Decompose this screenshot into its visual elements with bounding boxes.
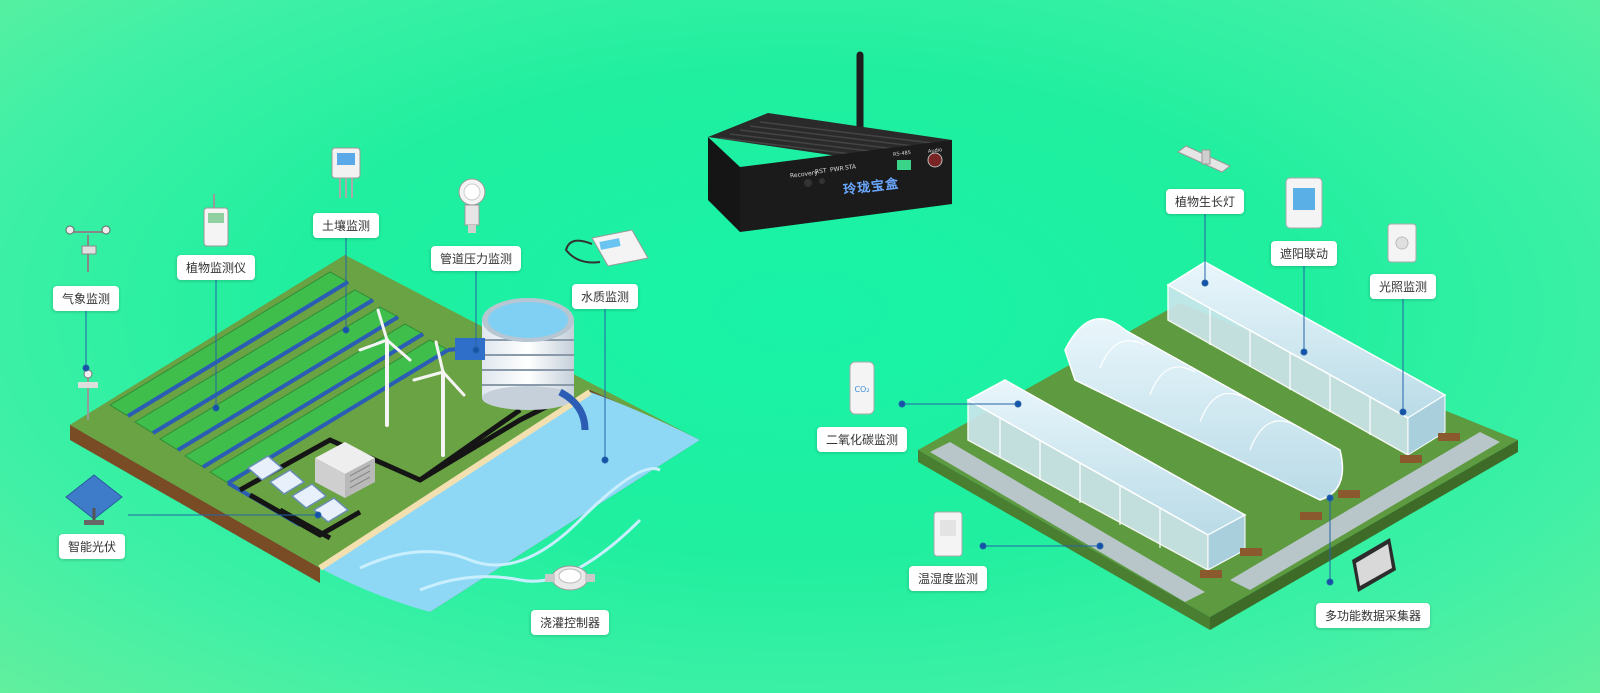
label-shading: 遮阳联动 — [1270, 241, 1338, 266]
pump-station — [315, 442, 375, 498]
weather-sensor-icon — [65, 225, 111, 272]
temp-humidity-sensor-icon — [933, 511, 963, 557]
label-co2: 二氧化碳监测 — [816, 427, 908, 452]
co2-sensor-icon: CO₂ — [849, 361, 875, 415]
port-rst: RST — [814, 167, 828, 176]
solar-panel-icon — [65, 474, 123, 525]
gateway-box — [708, 51, 952, 232]
label-smart-pv: 智能光伏 — [58, 534, 126, 559]
planters — [1200, 433, 1460, 578]
plant-monitor-icon — [203, 194, 229, 247]
shading-controller-icon — [1285, 177, 1323, 229]
label-collector: 多功能数据采集器 — [1315, 603, 1431, 628]
greenhouse-scene — [918, 261, 1518, 630]
label-weather: 气象监测 — [52, 286, 120, 311]
co2-icon-text: CO₂ — [854, 385, 869, 394]
light-sensor-icon — [1387, 223, 1417, 263]
label-water-quality: 水质监测 — [571, 284, 639, 309]
wind-turbines — [358, 308, 466, 457]
label-grow-light: 植物生长灯 — [1165, 189, 1245, 214]
pressure-gauge-icon — [458, 178, 486, 233]
crop-field — [109, 271, 449, 484]
greenhouse-front — [966, 379, 1247, 572]
port-sta: STA — [844, 163, 857, 172]
water-tank — [455, 298, 589, 431]
power-cables — [238, 397, 562, 541]
label-pipe-pressure: 管道压力监测 — [430, 246, 522, 271]
label-irrigation: 浇灌控制器 — [530, 610, 610, 635]
greenhouse-leaders — [898, 210, 1407, 586]
weather-station-field — [78, 369, 98, 420]
soil-sensor-icon — [331, 147, 361, 198]
farm-leaders — [82, 232, 609, 519]
label-soil: 土壤监测 — [312, 213, 380, 238]
water-meter-icon — [545, 565, 595, 591]
label-light: 光照监测 — [1369, 274, 1437, 299]
label-temp-humidity: 温湿度监测 — [908, 566, 988, 591]
grow-light-icon — [1177, 145, 1231, 173]
solar-array — [246, 455, 350, 523]
water-quality-meter-icon — [564, 229, 649, 267]
label-plant-monitor: 植物监测仪 — [176, 255, 256, 280]
data-collector-icon — [1352, 538, 1396, 592]
farm-scene — [70, 255, 700, 612]
